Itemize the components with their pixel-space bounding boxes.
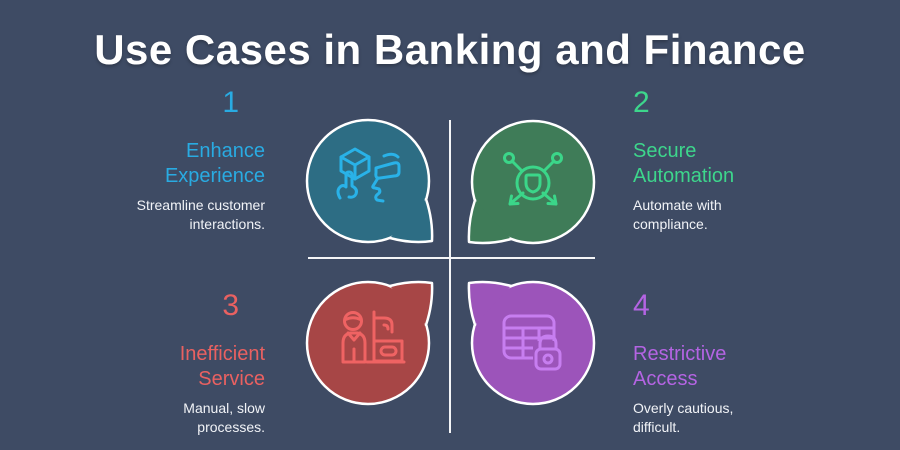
speech-bubble-secure-automation xyxy=(467,119,596,245)
quadrant-4-text-block: 4 Restrictive Access Overly cautious, di… xyxy=(633,288,793,437)
quadrant-2-text-block: 2 Secure Automation Automate with compli… xyxy=(633,85,793,234)
heading-restrictive-access: Restrictive Access xyxy=(633,343,727,390)
speech-bubble-inefficient-service xyxy=(305,280,434,406)
secure-automation-icon xyxy=(503,152,563,206)
description-restrictive-access: Overly cautious, difficult. xyxy=(633,400,734,435)
vertical-divider-line xyxy=(449,120,451,433)
locked-table-icon xyxy=(502,314,565,371)
description-secure-automation: Automate with compliance. xyxy=(633,197,722,232)
step-number-1: 1 xyxy=(222,86,239,119)
step-number-3: 3 xyxy=(222,289,239,322)
quadrant-3-text-block: 3 Inefficient Service Manual, slow proce… xyxy=(105,288,265,437)
heading-secure-automation: Secure Automation xyxy=(633,140,735,187)
quadrant-1-text-block: 1 Enhance Experience Streamline customer… xyxy=(105,85,265,234)
teller-counter-icon xyxy=(341,310,406,364)
ar-experience-icon xyxy=(336,147,401,203)
heading-enhance-experience: Enhance Experience xyxy=(164,140,265,187)
description-inefficient-service: Manual, slow processes. xyxy=(183,400,265,435)
description-enhance-experience: Streamline customer interactions. xyxy=(136,197,265,232)
speech-bubble-enhance-experience xyxy=(305,118,434,244)
speech-bubble-restrictive-access xyxy=(467,280,596,406)
heading-inefficient-service: Inefficient Service xyxy=(179,343,265,390)
step-number-2: 2 xyxy=(633,86,650,119)
page-title: Use Cases in Banking and Finance xyxy=(94,26,806,73)
horizontal-divider-line xyxy=(308,257,595,259)
step-number-4: 4 xyxy=(633,289,650,322)
